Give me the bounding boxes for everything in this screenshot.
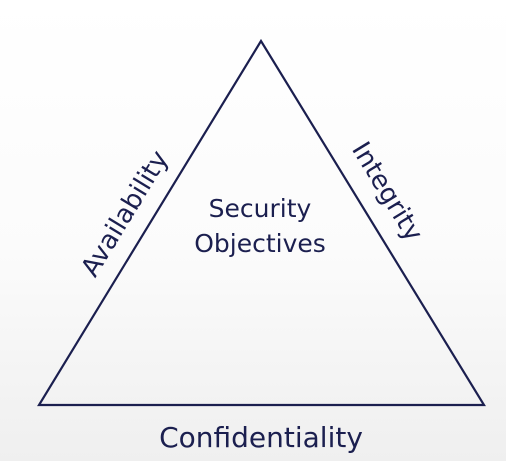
center-label-security: Security xyxy=(209,194,312,223)
triangle xyxy=(37,38,486,407)
confidentiality-label: Confidentiality xyxy=(159,421,363,454)
integrity-label: Integrity xyxy=(345,137,428,247)
center-label-objectives: Objectives xyxy=(194,229,326,258)
